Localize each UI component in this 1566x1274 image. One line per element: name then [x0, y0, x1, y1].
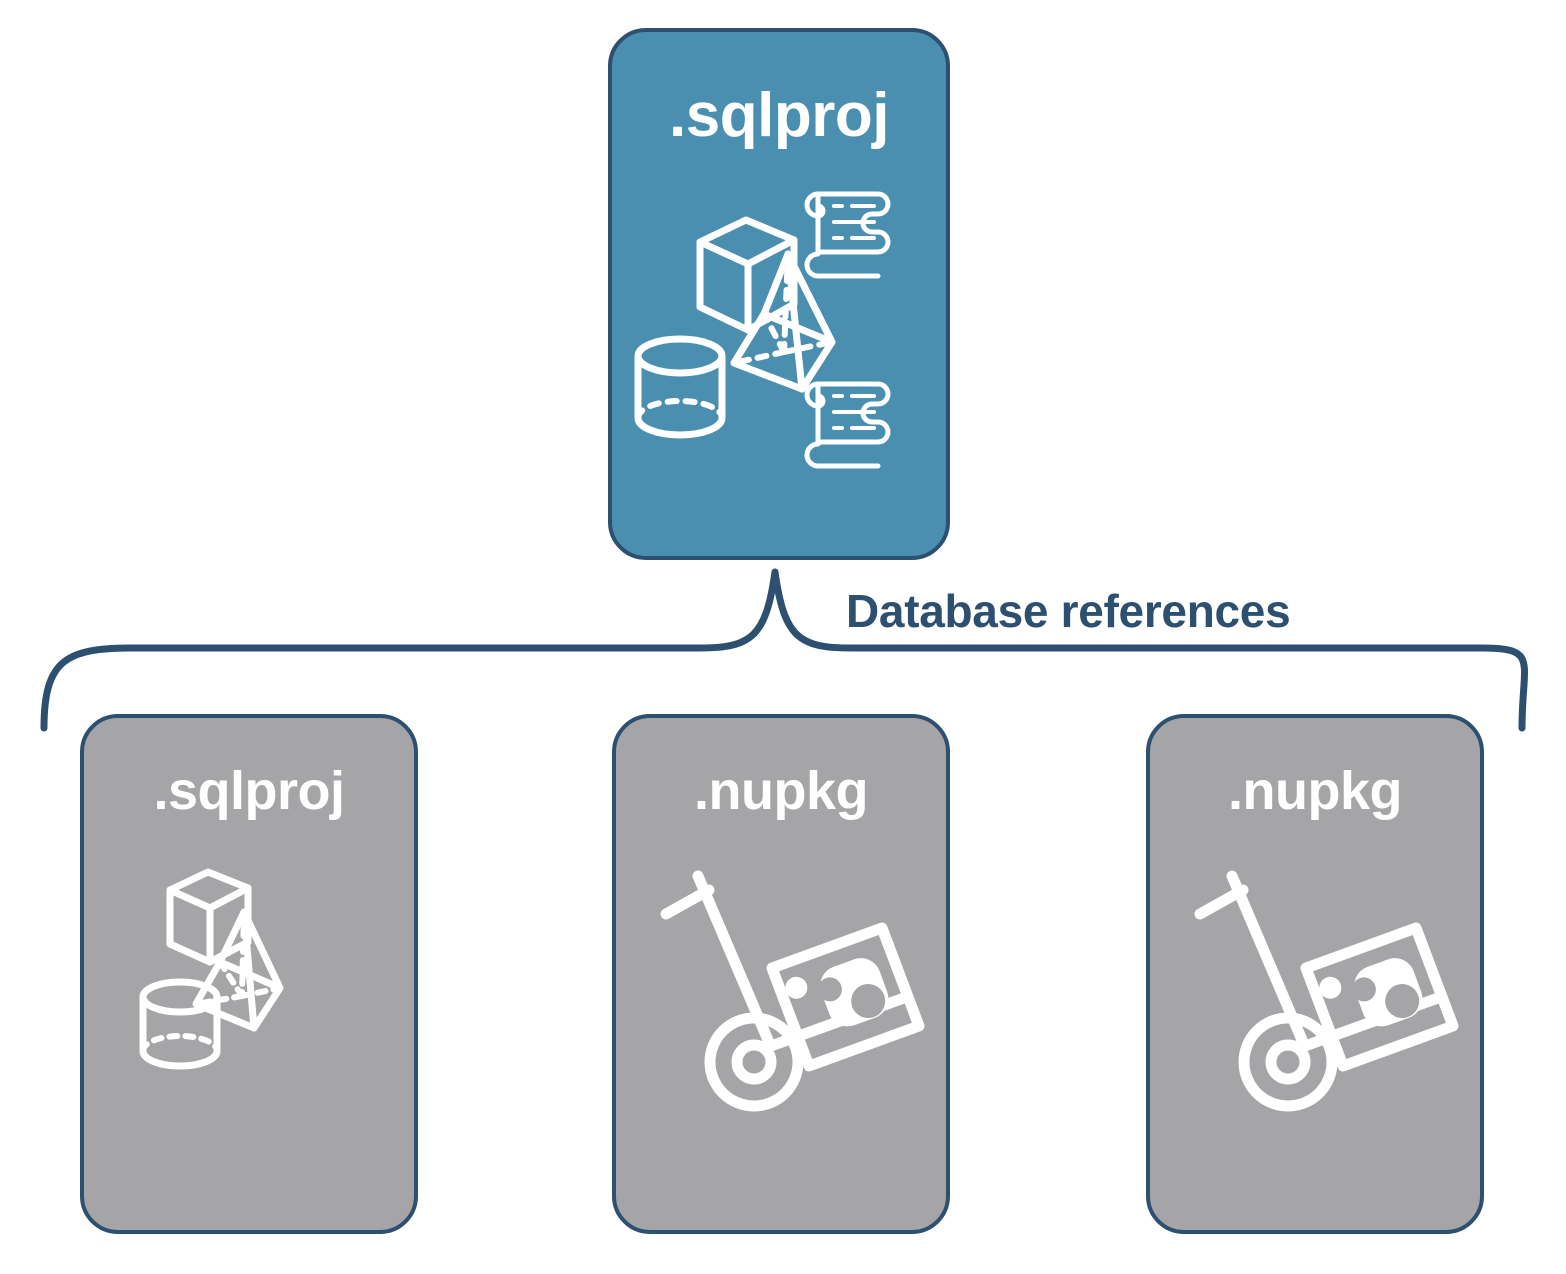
reference-node-nupkg-1[interactable]: .nupkg — [612, 714, 950, 1234]
reference-node-label: .nupkg — [1228, 761, 1402, 821]
cylinder-icon — [634, 335, 726, 439]
reference-node-artwork — [84, 858, 414, 1098]
root-node-sqlproj[interactable]: .sqlproj — [608, 28, 950, 560]
root-node-artwork — [612, 182, 946, 472]
connector-label: Database references — [846, 585, 1291, 637]
pyramid-icon — [730, 250, 836, 393]
root-node-label: .sqlproj — [669, 81, 889, 150]
cylinder-icon — [139, 978, 221, 1070]
reference-node-label: .nupkg — [694, 761, 868, 821]
reference-node-label: .sqlproj — [153, 761, 345, 821]
script-scroll-icon — [804, 381, 891, 469]
reference-node-artwork — [616, 858, 946, 1118]
cube-icon — [166, 868, 252, 966]
script-scroll-icon — [804, 191, 891, 279]
reference-node-nupkg-2[interactable]: .nupkg — [1146, 714, 1484, 1234]
pyramid-icon — [192, 908, 284, 1032]
reference-node-artwork — [1150, 858, 1480, 1118]
reference-node-sqlproj[interactable]: .sqlproj — [80, 714, 418, 1234]
